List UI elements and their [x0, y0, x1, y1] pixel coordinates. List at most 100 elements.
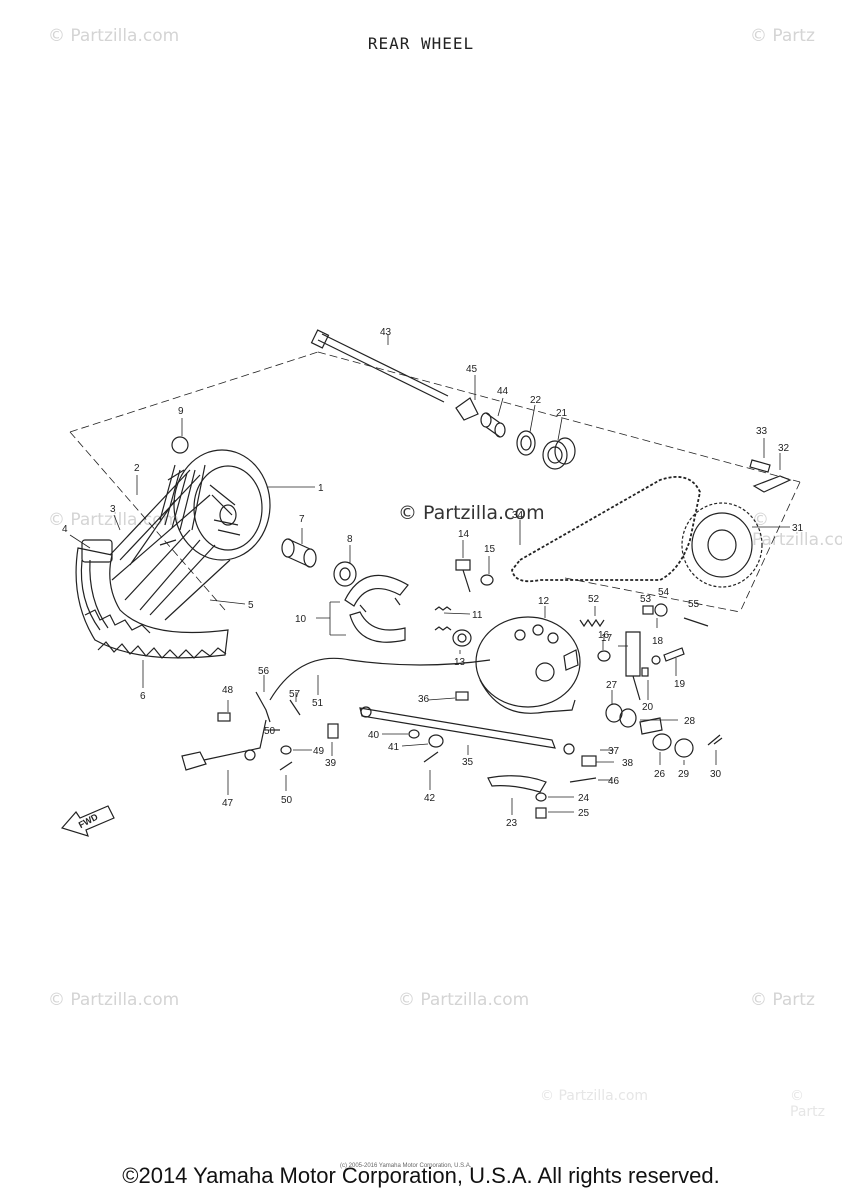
oil-seal [452, 629, 472, 647]
callout-14: 14 [458, 529, 470, 540]
callout-18: 18 [652, 636, 664, 647]
callout-48: 48 [222, 685, 234, 696]
callout-20: 20 [642, 702, 654, 713]
cotter-pin [279, 761, 293, 771]
collar-plate [455, 397, 479, 421]
diagram-title: REAR WHEEL [367, 34, 475, 53]
spacer [480, 412, 506, 438]
spring [579, 618, 605, 628]
wheel-bearing [333, 561, 357, 587]
callout-13: 13 [454, 657, 466, 668]
chain-guard [487, 775, 547, 793]
callout-31: 31 [792, 523, 804, 534]
callout-25: 25 [578, 808, 590, 819]
callout-6: 6 [140, 691, 146, 702]
callout-44: 44 [497, 386, 509, 397]
brake-pedal [181, 719, 267, 771]
bolt [455, 559, 471, 593]
callout-57: 57 [289, 689, 301, 700]
washer [408, 729, 420, 739]
callout-39: 39 [325, 758, 337, 769]
brake-shoes [344, 574, 409, 643]
nut [674, 738, 694, 758]
callout-33: 33 [756, 426, 768, 437]
callout-17: 17 [601, 633, 613, 644]
o-ring [597, 650, 611, 662]
callout-12: 12 [538, 596, 550, 607]
leader-lines [69, 335, 790, 815]
forward-label: FWD [77, 811, 100, 830]
nut [581, 755, 597, 767]
washer [280, 745, 292, 755]
sleeve [281, 538, 317, 568]
bearing [542, 437, 576, 470]
callout-8: 8 [347, 534, 353, 545]
callout-10: 10 [295, 614, 307, 625]
callout-4: 4 [62, 524, 68, 535]
callout-23: 23 [506, 818, 518, 829]
rim-and-tire [75, 469, 231, 659]
cam-lever [625, 631, 641, 701]
callout-54: 54 [658, 587, 670, 598]
spring [289, 699, 301, 716]
bolt [749, 459, 771, 473]
plate [639, 717, 663, 735]
cotter-pin [423, 751, 439, 763]
callout-56: 56 [258, 666, 270, 677]
callout-9: 9 [178, 406, 184, 417]
watermark: © Partz [790, 1088, 825, 1120]
axle [310, 329, 449, 403]
callout-3: 3 [110, 504, 116, 515]
callout-36: 36 [418, 694, 430, 705]
callout-2: 2 [134, 463, 140, 474]
washer [652, 733, 672, 751]
callout-35: 35 [462, 757, 474, 768]
watermark: © Partzilla.com [48, 990, 180, 1010]
callout-37: 37 [608, 746, 620, 757]
callout-50: 50 [281, 795, 293, 806]
callout-7: 7 [299, 514, 305, 525]
callout-40: 40 [368, 730, 380, 741]
callout-27: 27 [606, 680, 618, 691]
callout-16: 16 [598, 630, 610, 641]
callout-5: 5 [248, 600, 254, 611]
lock-washer [752, 475, 792, 493]
nut [642, 605, 654, 615]
callout-42: 42 [424, 793, 436, 804]
watermark: © Partzilla.com [398, 990, 530, 1010]
callout-15: 15 [484, 544, 496, 555]
callout-28: 28 [684, 716, 696, 727]
brake-plate [475, 616, 581, 714]
watermark: © Partzilla.com [48, 26, 180, 46]
watermark: © Partzilla.com [48, 510, 180, 530]
callout-49: 49 [313, 746, 325, 757]
callout-24: 24 [578, 793, 590, 804]
bolt [535, 807, 547, 819]
copyright-notice: ©2014 Yamaha Motor Corporation, U.S.A. A… [122, 1163, 720, 1188]
cotter-pin [569, 777, 597, 783]
drive-chain [511, 476, 701, 583]
bolt [663, 647, 685, 662]
callout-38: 38 [622, 758, 634, 769]
torque-rod [359, 706, 556, 749]
washer [563, 743, 575, 755]
collar [605, 703, 637, 728]
callout-21: 21 [556, 408, 568, 419]
washer [480, 574, 494, 586]
callout-1: 1 [318, 483, 324, 494]
callout-29: 29 [678, 769, 690, 780]
cable-end [255, 691, 271, 723]
callout-43: 43 [380, 327, 392, 338]
callout-45: 45 [466, 364, 478, 375]
cotter-pin [707, 734, 723, 746]
wheel-hub [159, 449, 271, 561]
callout-52: 52 [588, 594, 600, 605]
callout-50: 50 [264, 726, 276, 737]
washer [535, 792, 547, 802]
watermark: © Partz [750, 26, 815, 46]
callout-34: 34 [512, 510, 524, 521]
callout-51: 51 [312, 698, 324, 709]
brake-spring [434, 606, 452, 631]
tiny-copyright: (c) 2005-2016 Yamaha Motor Corporation, … [340, 1163, 472, 1169]
